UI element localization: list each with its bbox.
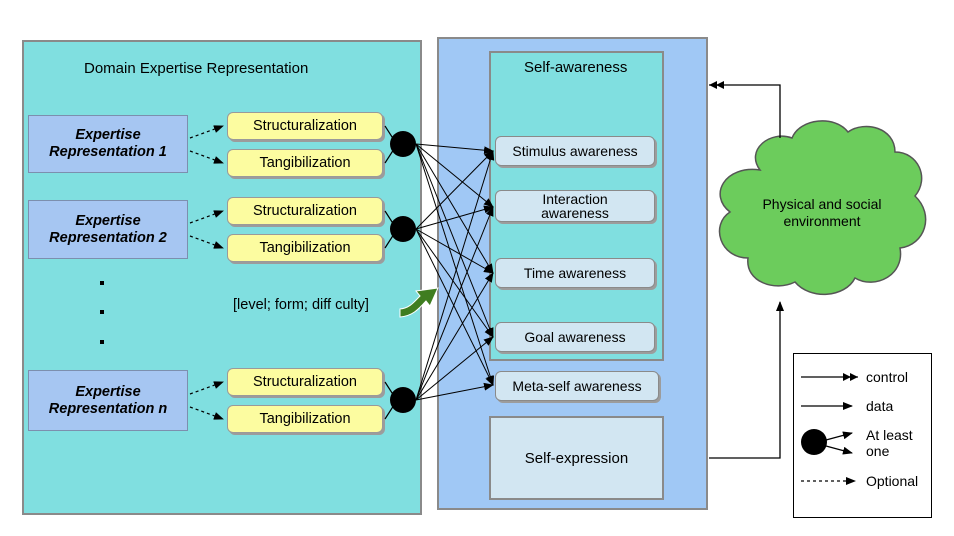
curved-arrow-icon [399, 287, 439, 318]
legend-control-label: control [866, 369, 909, 385]
data-arrow-expression-to-env [709, 301, 784, 459]
at-least-one-junction-1 [390, 131, 416, 157]
meta-self-awareness-box: Meta-self awareness [495, 371, 659, 401]
self-awareness-title: Self-awareness [524, 59, 628, 76]
structuralization-box-n: Structuralization [227, 368, 383, 396]
legend-dot [801, 429, 827, 455]
legend-optional-label: Optional [866, 473, 919, 489]
modifiers-annotation: [level; form; diff culty] [233, 297, 369, 313]
ellipsis-dot-3 [100, 340, 104, 344]
tangibilization-box-n: Tangibilization [227, 405, 383, 433]
domain-panel-title: Domain Expertise Representation [84, 60, 309, 77]
at-least-one-junction-n [390, 387, 416, 413]
goal-awareness-box: Goal awareness [495, 322, 655, 352]
structuralization-box-2: Structuralization [227, 197, 383, 225]
stimulus-awareness-box: Stimulus awareness [495, 136, 655, 166]
legend-at-least-one-label: At least one [866, 427, 913, 459]
tangibilization-box-2: Tangibilization [227, 234, 383, 262]
control-arrow-env-to-self [709, 81, 781, 138]
structuralization-box-1: Structuralization [227, 112, 383, 140]
ellipsis-dot-1 [100, 281, 104, 285]
expertise-representation-2: Expertise Representation 2 [28, 200, 188, 259]
environment-cloud [718, 120, 927, 296]
ellipsis-dot-2 [100, 310, 104, 314]
expertise-representation-1: Expertise Representation 1 [28, 115, 188, 173]
time-awareness-box: Time awareness [495, 258, 655, 288]
interaction-awareness-box: Interaction awareness [495, 190, 655, 222]
legend-data-label: data [866, 398, 894, 414]
at-least-one-junction-2 [390, 216, 416, 242]
environment-label: Physical and social environment [762, 196, 882, 229]
self-expression-box: Self-expression [489, 416, 664, 500]
expertise-representation-n: Expertise Representation n [28, 370, 188, 431]
tangibilization-box-1: Tangibilization [227, 149, 383, 177]
